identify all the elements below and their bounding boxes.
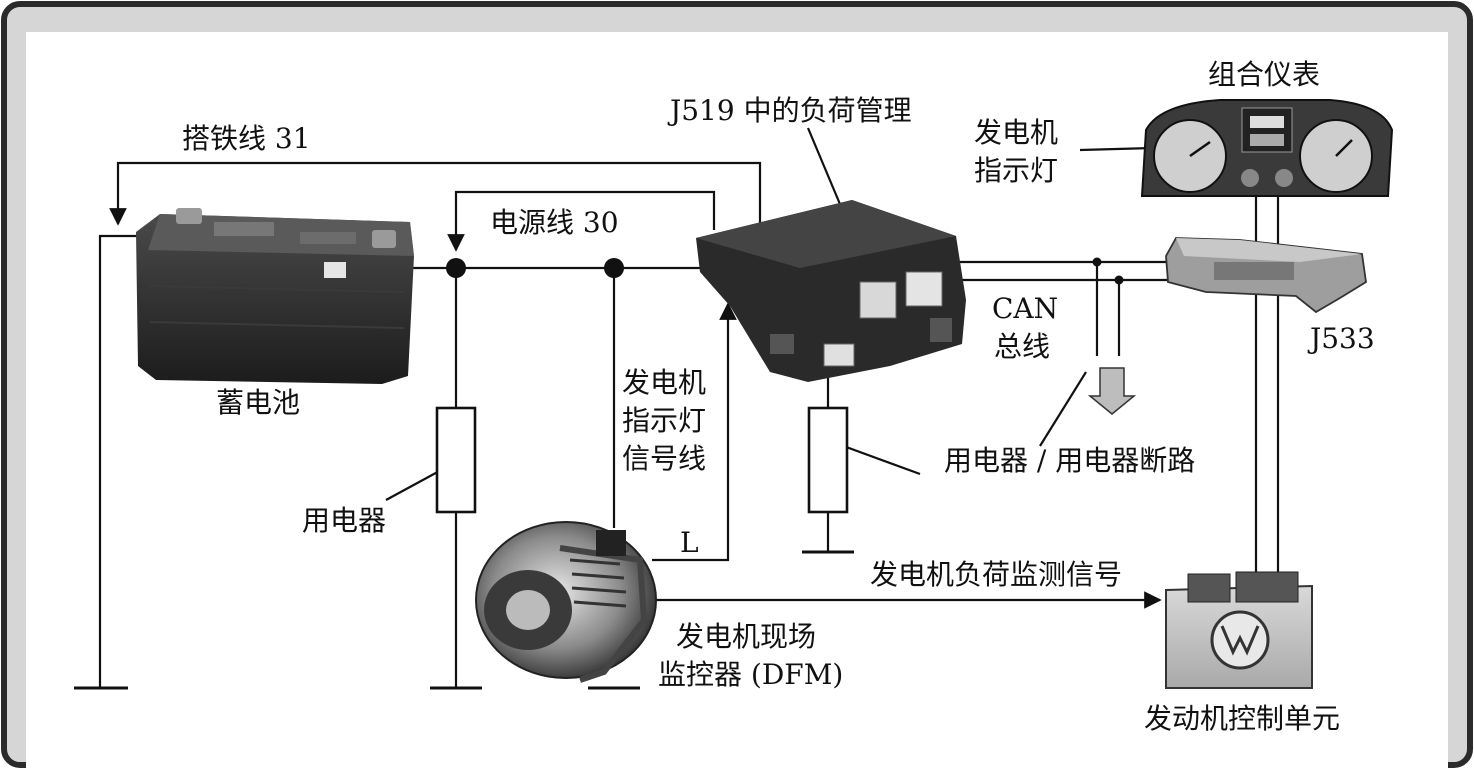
signal-wire-label-1: 发电机	[622, 366, 707, 399]
leader-load-open	[1039, 371, 1087, 447]
dfm-label-1: 发电机现场	[676, 620, 817, 653]
j533-gateway	[1165, 237, 1367, 314]
can-label-1: CAN	[992, 292, 1059, 325]
dfm-label-2: 监控器 (DFM)	[658, 658, 844, 691]
ground-wire-31-label: 搭铁线 31	[182, 122, 311, 155]
cluster-label: 组合仪表	[1208, 58, 1321, 91]
left-load-label: 用电器	[302, 504, 387, 537]
power-wire-30-label: 电源线 30	[490, 206, 619, 239]
signal-wire-label-3: 信号线	[622, 442, 707, 475]
leader-right-load	[837, 442, 921, 476]
battery-label: 蓄电池	[216, 386, 301, 419]
gen-lamp-label-1: 发电机	[974, 116, 1059, 149]
j533-label: J533	[1310, 322, 1375, 355]
battery-device	[136, 208, 414, 384]
terminal-l-label: L	[680, 526, 699, 559]
wires	[74, 127, 1280, 690]
gen-lamp-label-2: 指示灯	[974, 154, 1059, 187]
load-open-arrow	[1087, 367, 1137, 415]
lamp-signal-wire	[652, 302, 737, 562]
left-load-resistor	[435, 406, 477, 514]
right-load-label: 用电器 / 用电器断路	[944, 444, 1196, 477]
ecu-label: 发动机控制单元	[1144, 702, 1341, 735]
j519-module	[696, 200, 966, 382]
power-wire-30-feed	[447, 190, 716, 252]
can-junction-2	[1114, 275, 1124, 285]
j519-label: J519 中的负荷管理	[670, 94, 912, 127]
alternator-device	[475, 521, 657, 683]
ecu-device	[1165, 571, 1313, 689]
junction-dot-1	[446, 258, 466, 278]
leader-gen-lamp	[1079, 146, 1153, 152]
signal-wire-label-2: 指示灯	[622, 404, 707, 437]
battery-ground-wire	[98, 234, 150, 688]
can-junction-1	[1092, 257, 1102, 267]
load-signal-label: 发电机负荷监测信号	[870, 558, 1123, 591]
can-label-2: 总线	[994, 330, 1051, 363]
instrument-cluster	[1140, 99, 1394, 197]
ground-wire-31	[109, 161, 762, 228]
right-load-resistor	[807, 406, 849, 514]
junction-dot-2	[604, 258, 624, 278]
